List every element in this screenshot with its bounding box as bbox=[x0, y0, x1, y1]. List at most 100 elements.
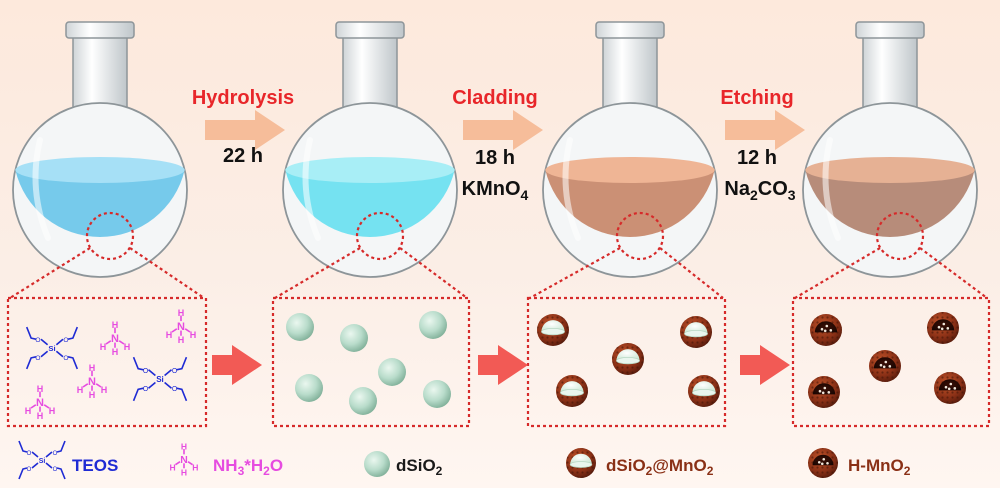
cavity-speck bbox=[826, 462, 829, 465]
dsio2-sphere bbox=[340, 324, 368, 352]
atom-o: O bbox=[143, 386, 149, 393]
flask-lip bbox=[65, 21, 135, 39]
zoom-circle bbox=[615, 211, 665, 261]
zoom-box bbox=[526, 296, 727, 428]
atom-n: N bbox=[111, 333, 119, 345]
legend-hollow-icon bbox=[808, 448, 838, 478]
zoom-line-right bbox=[919, 247, 988, 299]
cavity-speck bbox=[820, 327, 824, 331]
bond bbox=[40, 338, 49, 346]
cavity-speck bbox=[818, 389, 822, 393]
bond bbox=[95, 383, 102, 388]
bond bbox=[105, 340, 112, 345]
ethyl-chain bbox=[132, 356, 144, 371]
legend-teos-label: TEOS bbox=[72, 456, 118, 475]
flask-liquid bbox=[545, 170, 715, 237]
cavity-speck bbox=[947, 387, 951, 391]
ethyl-chain bbox=[67, 326, 79, 340]
atom-o: O bbox=[35, 355, 40, 362]
panel-hollow-mno2-particles bbox=[808, 312, 966, 408]
atom-h: H bbox=[181, 442, 187, 452]
atom-o: O bbox=[27, 467, 32, 473]
ethyl-chain bbox=[67, 356, 79, 370]
atom-h: H bbox=[178, 308, 185, 318]
zoom-box bbox=[791, 296, 991, 428]
bond bbox=[118, 340, 125, 345]
cavity-speck bbox=[953, 387, 957, 390]
arrow-cladding bbox=[463, 110, 543, 150]
zoom-callout-core-shell bbox=[526, 247, 727, 428]
h-mno2-particle bbox=[934, 372, 966, 404]
core-cut bbox=[684, 329, 708, 338]
legend-hollow-label: H-MnO2 bbox=[848, 456, 911, 478]
zoom-line-left bbox=[9, 247, 91, 299]
zoom-box bbox=[6, 296, 208, 428]
bond bbox=[31, 462, 39, 469]
dsio2-sphere bbox=[423, 380, 451, 408]
bond bbox=[45, 451, 53, 458]
dsio2-mno2-particle bbox=[566, 448, 596, 478]
flask-teos-mixture bbox=[12, 21, 188, 278]
dsio2-sphere bbox=[286, 313, 314, 341]
h-mno2-particle bbox=[810, 314, 842, 346]
dsio2-mno2-particle bbox=[680, 316, 712, 348]
step-time-etching: 12 h bbox=[737, 147, 777, 169]
ethyl-chain bbox=[56, 467, 66, 480]
cavity-speck bbox=[825, 324, 829, 328]
atom-si: Si bbox=[156, 375, 164, 384]
bond bbox=[45, 462, 53, 469]
atom-h: H bbox=[170, 463, 176, 473]
dsio2-mno2-particle bbox=[688, 375, 720, 407]
ethyl-chain bbox=[56, 440, 66, 453]
dsio2-sphere bbox=[378, 358, 406, 386]
ethyl-chain bbox=[25, 326, 37, 340]
cavity-speck bbox=[937, 325, 941, 329]
cavity-speck bbox=[821, 391, 825, 395]
atom-n: N bbox=[180, 455, 188, 466]
cavity-speck bbox=[817, 460, 821, 464]
h-mno2-particle bbox=[808, 376, 840, 408]
cavity-speck bbox=[882, 365, 886, 369]
dsio2-mno2-particle bbox=[537, 314, 569, 346]
step-title-cladding: Cladding bbox=[452, 87, 538, 109]
atom-h: H bbox=[100, 342, 107, 352]
flask-after-etching bbox=[802, 21, 978, 278]
core-cut bbox=[541, 327, 565, 336]
cavity-speck bbox=[823, 386, 827, 390]
legend-core-shell-icon bbox=[566, 448, 596, 478]
dsio2-sphere bbox=[295, 374, 323, 402]
arrow-hydrolysis bbox=[205, 110, 285, 150]
ethyl-chain bbox=[25, 356, 37, 370]
arrow-panel-2 bbox=[478, 345, 528, 385]
atom-h: H bbox=[37, 384, 44, 394]
atom-o: O bbox=[35, 337, 40, 344]
atom-o: O bbox=[143, 368, 149, 375]
bond bbox=[55, 338, 64, 346]
step-reagent-etching: Na2CO3 bbox=[724, 178, 795, 203]
flask-liquid bbox=[285, 170, 455, 238]
cavity-speck bbox=[827, 391, 831, 394]
dsio2-mno2-particle bbox=[556, 375, 588, 407]
h-mno2-particle bbox=[869, 350, 901, 382]
step-reagent-cladding: KMnO4 bbox=[462, 178, 529, 203]
zoom-box bbox=[271, 296, 471, 428]
flask-highlight bbox=[32, 137, 51, 241]
ethyl-chain bbox=[176, 356, 188, 371]
h-mno2-particle bbox=[808, 448, 838, 478]
atom-h: H bbox=[190, 330, 197, 340]
ethyl-chain bbox=[18, 467, 28, 480]
cavity-speck bbox=[820, 462, 824, 466]
atom-o: O bbox=[172, 386, 178, 393]
core-cut bbox=[560, 388, 584, 397]
zoom-line-right bbox=[659, 247, 724, 299]
flask-liquid-surface bbox=[805, 157, 975, 183]
flask-liquid-surface bbox=[545, 157, 715, 183]
atom-h: H bbox=[178, 335, 185, 345]
atom-h: H bbox=[112, 320, 119, 330]
dsio2-sphere bbox=[349, 387, 377, 415]
